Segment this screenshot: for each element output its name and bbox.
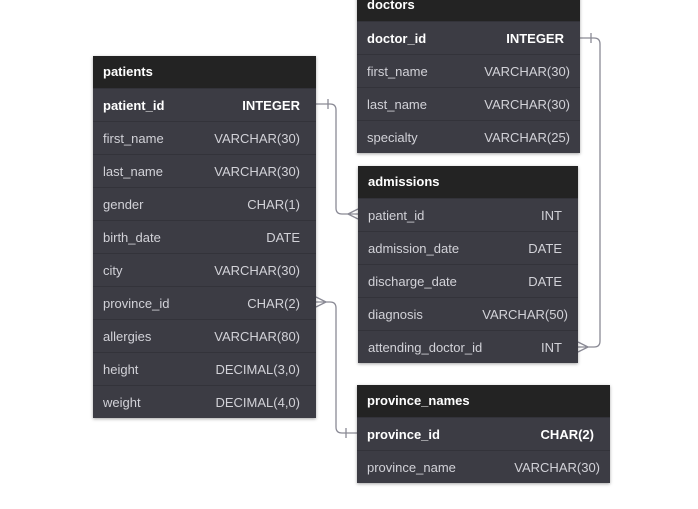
- column-type: INTEGER: [242, 97, 300, 113]
- column-type: INT: [541, 207, 562, 223]
- column-name: first_name: [367, 63, 428, 79]
- column-type: VARCHAR(25): [484, 129, 570, 145]
- column-name: patient_id: [368, 207, 425, 223]
- column-type: VARCHAR(30): [214, 262, 300, 278]
- column-type: VARCHAR(30): [514, 459, 600, 475]
- column-row[interactable]: first_name VARCHAR(30): [357, 54, 580, 87]
- column-name: diagnosis: [368, 306, 423, 322]
- column-type: VARCHAR(30): [214, 163, 300, 179]
- table-admissions[interactable]: admissions patient_id INT admission_date…: [358, 166, 578, 363]
- column-row[interactable]: last_name VARCHAR(30): [357, 87, 580, 120]
- column-name: allergies: [103, 328, 152, 344]
- column-type: VARCHAR(80): [214, 328, 300, 344]
- column-row[interactable]: province_id CHAR(2): [357, 417, 610, 450]
- column-type: VARCHAR(30): [484, 63, 570, 79]
- table-province-names[interactable]: province_names province_id CHAR(2) provi…: [357, 385, 610, 483]
- column-type: INTEGER: [506, 30, 564, 46]
- column-name: height: [103, 361, 139, 377]
- column-name: last_name: [367, 96, 427, 112]
- column-name: doctor_id: [367, 30, 427, 46]
- relation-patients-admissions: [316, 103, 358, 215]
- column-name: gender: [103, 196, 144, 212]
- column-row[interactable]: province_id CHAR(2): [93, 286, 316, 319]
- column-row[interactable]: last_name VARCHAR(30): [93, 154, 316, 187]
- relation-doctors-admissions: [578, 37, 601, 348]
- column-type: CHAR(2): [540, 426, 594, 442]
- column-type: CHAR(2): [247, 295, 300, 311]
- column-type: VARCHAR(30): [484, 96, 570, 112]
- column-name: birth_date: [103, 229, 161, 245]
- column-type: CHAR(1): [247, 196, 300, 212]
- column-name: weight: [103, 394, 141, 410]
- column-type: VARCHAR(30): [214, 130, 300, 146]
- column-type: DATE: [528, 273, 562, 289]
- column-row[interactable]: weight DECIMAL(4,0): [93, 385, 316, 418]
- column-name: admission_date: [368, 240, 460, 256]
- many-marker: [577, 341, 589, 353]
- column-type: DECIMAL(3,0): [215, 361, 300, 377]
- column-row[interactable]: gender CHAR(1): [93, 187, 316, 220]
- column-type: DECIMAL(4,0): [215, 394, 300, 410]
- column-row[interactable]: allergies VARCHAR(80): [93, 319, 316, 352]
- column-row[interactable]: attending_doctor_id INT: [358, 330, 578, 363]
- table-header: patients: [93, 56, 316, 88]
- table-header: admissions: [358, 166, 578, 198]
- table-doctors[interactable]: doctors doctor_id INTEGER first_name VAR…: [357, 0, 580, 153]
- column-name: specialty: [367, 129, 418, 145]
- column-name: province_name: [367, 459, 456, 475]
- column-row[interactable]: doctor_id INTEGER: [357, 21, 580, 54]
- column-row[interactable]: diagnosis VARCHAR(50): [358, 297, 578, 330]
- column-name: province_id: [103, 295, 170, 311]
- column-row[interactable]: height DECIMAL(3,0): [93, 352, 316, 385]
- column-row[interactable]: city VARCHAR(30): [93, 253, 316, 286]
- column-row[interactable]: patient_id INT: [358, 198, 578, 231]
- column-row[interactable]: first_name VARCHAR(30): [93, 121, 316, 154]
- column-name: last_name: [103, 163, 163, 179]
- column-name: city: [103, 262, 123, 278]
- column-name: patient_id: [103, 97, 165, 113]
- column-type: DATE: [528, 240, 562, 256]
- table-patients[interactable]: patients patient_id INTEGER first_name V…: [93, 56, 316, 418]
- column-row[interactable]: specialty VARCHAR(25): [357, 120, 580, 153]
- column-name: discharge_date: [368, 273, 457, 289]
- many-marker: [347, 208, 359, 220]
- column-row[interactable]: discharge_date DATE: [358, 264, 578, 297]
- column-name: attending_doctor_id: [368, 339, 483, 355]
- column-name: province_id: [367, 426, 440, 442]
- column-type: VARCHAR(50): [482, 306, 568, 322]
- many-marker: [315, 296, 327, 308]
- column-row[interactable]: patient_id INTEGER: [93, 88, 316, 121]
- column-type: DATE: [266, 229, 300, 245]
- table-header: doctors: [357, 0, 580, 21]
- table-header: province_names: [357, 385, 610, 417]
- column-type: INT: [541, 339, 562, 355]
- column-row[interactable]: province_name VARCHAR(30): [357, 450, 610, 483]
- column-row[interactable]: admission_date DATE: [358, 231, 578, 264]
- column-row[interactable]: birth_date DATE: [93, 220, 316, 253]
- column-name: first_name: [103, 130, 164, 146]
- relation-province-patients: [316, 301, 357, 434]
